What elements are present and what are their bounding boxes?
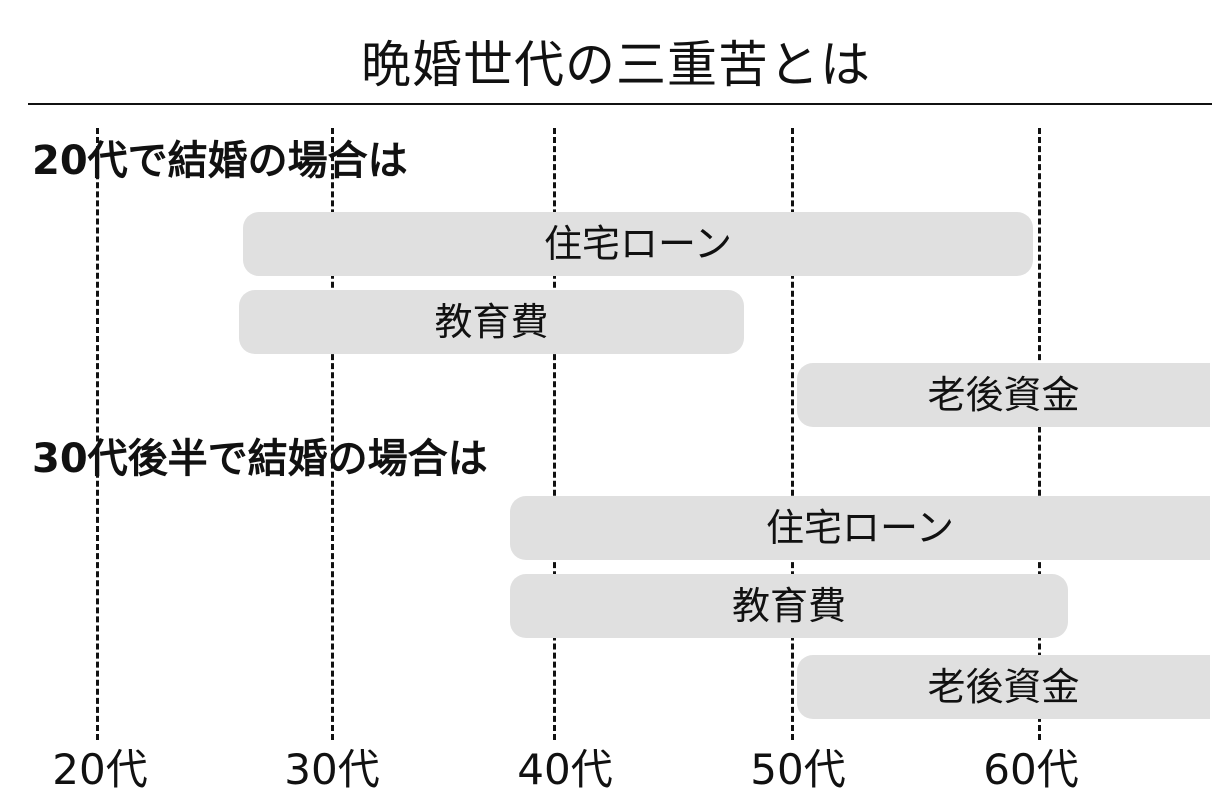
bar-label: 住宅ローン [765, 506, 955, 550]
bar-late30s-retirement: 老後資金 [797, 655, 1210, 719]
section-heading-late30s-marriage: 30代後半で結婚の場合は [32, 436, 488, 482]
bar-label: 老後資金 [927, 665, 1080, 709]
bar-label: 老後資金 [927, 373, 1080, 417]
bar-20s-retirement: 老後資金 [797, 363, 1210, 427]
gridline-20s [96, 128, 99, 740]
bar-late30s-housing-loan: 住宅ローン [510, 496, 1210, 560]
tick-label-40s: 40代 [517, 745, 613, 794]
tick-label-50s: 50代 [750, 745, 846, 794]
bar-late30s-education: 教育費 [510, 574, 1068, 638]
tick-label-60s: 60代 [983, 745, 1079, 794]
bar-20s-housing-loan: 住宅ローン [243, 212, 1033, 276]
title-underline [28, 103, 1212, 105]
bar-label: 住宅ローン [543, 222, 733, 266]
gridline-40s [553, 128, 556, 740]
tick-label-20s: 20代 [52, 745, 148, 794]
bar-20s-education: 教育費 [239, 290, 744, 354]
tick-label-30s: 30代 [284, 745, 380, 794]
diagram-title: 晩婚世代の三重苦とは [361, 36, 871, 94]
bar-label: 教育費 [731, 584, 846, 628]
gridline-30s [331, 128, 334, 740]
bar-label: 教育費 [434, 300, 549, 344]
section-heading-20s-marriage: 20代で結婚の場合は [32, 138, 408, 184]
gridline-50s [791, 128, 794, 740]
gridline-60s [1038, 128, 1041, 740]
